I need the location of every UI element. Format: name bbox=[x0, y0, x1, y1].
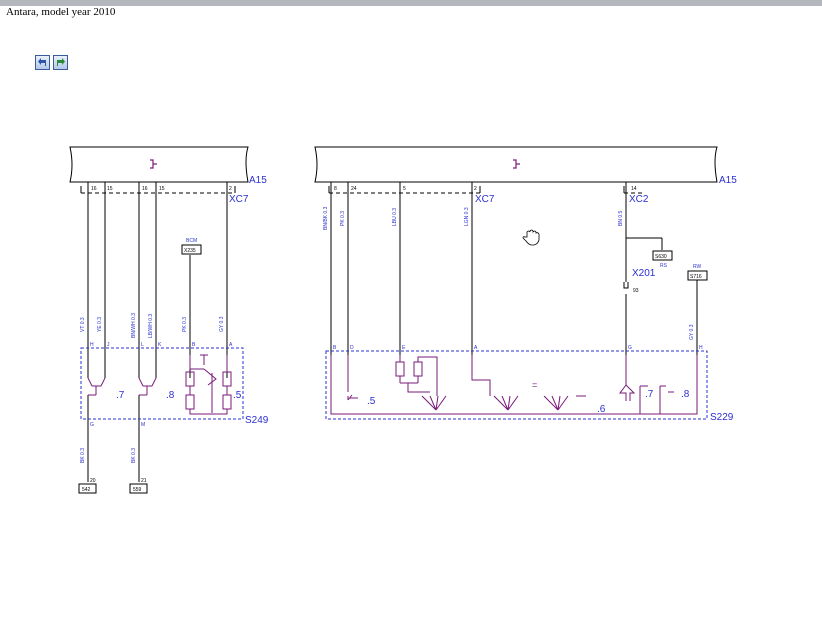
wire-label: PK 0.3 bbox=[182, 317, 188, 332]
right-connector-xc7: 8 24 5 2 XC7 bbox=[328, 186, 495, 205]
pin-label: M bbox=[141, 422, 145, 428]
right-connector-label: XC7 bbox=[475, 194, 495, 205]
contact-label: .5 bbox=[367, 396, 376, 407]
rw-connector[interactable]: RW S716 bbox=[687, 264, 708, 281]
ground-box-label: 559 bbox=[133, 487, 142, 493]
inline-connector-label: X201 bbox=[632, 268, 656, 279]
contact-label: .8 bbox=[681, 389, 690, 400]
pin-label: K bbox=[158, 342, 162, 348]
bcm-connector[interactable]: BCM X235 bbox=[181, 238, 202, 255]
contact-label: .5 bbox=[233, 390, 242, 401]
pin-label: G bbox=[628, 345, 632, 351]
left-switch-s249[interactable]: H J L K B A G M .7 .8 .5 S249 bbox=[80, 342, 269, 428]
wire-label: BK 0.3 bbox=[80, 448, 86, 463]
hand-cursor-icon bbox=[522, 229, 540, 246]
pin-label: 2 bbox=[474, 186, 477, 192]
pin-label: A bbox=[474, 345, 478, 351]
pin-label: 93 bbox=[633, 288, 639, 294]
left-wires bbox=[87, 182, 228, 482]
pin-label: 16 bbox=[142, 186, 148, 192]
wire-label: GY 0.3 bbox=[689, 324, 695, 340]
switch-contact bbox=[87, 377, 106, 396]
right-module-label: A15 bbox=[719, 175, 737, 186]
pin-label: J bbox=[107, 342, 110, 348]
pin-label: 20 bbox=[90, 478, 96, 484]
pin-label: 15 bbox=[159, 186, 165, 192]
top-bar bbox=[0, 0, 822, 6]
pin-label: B bbox=[333, 345, 337, 351]
module-symbol-icon bbox=[513, 159, 520, 169]
left-connector-xc7: 16 15 16 15 2 XC7 bbox=[80, 186, 249, 205]
right-switch-label: S229 bbox=[710, 412, 734, 423]
left-connector-label: XC7 bbox=[229, 194, 249, 205]
pin-label: 14 bbox=[631, 186, 637, 192]
pin-label: G bbox=[90, 422, 94, 428]
contact-label: .8 bbox=[166, 390, 175, 401]
wire-label: LB/WH 0.3 bbox=[148, 314, 154, 338]
pin-label: H bbox=[699, 345, 703, 351]
page-title: Antara, model year 2010 bbox=[6, 6, 116, 18]
inline-connector-x201: X201 93 bbox=[623, 268, 656, 294]
ground-box[interactable]: 559 bbox=[129, 483, 148, 494]
right-module-a15[interactable]: A15 bbox=[314, 146, 737, 186]
contact-label: .7 bbox=[645, 389, 654, 400]
pin-label: A bbox=[229, 342, 233, 348]
equals-mark: = bbox=[532, 380, 537, 390]
left-module-label: A15 bbox=[249, 175, 267, 186]
splice-label: RS bbox=[660, 263, 668, 269]
wire-label: LBU 0.3 bbox=[392, 208, 398, 226]
contact-label: .7 bbox=[116, 390, 125, 401]
pin-label: 8 bbox=[334, 186, 337, 192]
rw-label: RW bbox=[693, 264, 702, 270]
wire-label: BN/WH 0.3 bbox=[131, 313, 137, 338]
bcm-label: BCM bbox=[186, 238, 197, 244]
pin-label: 5 bbox=[403, 186, 406, 192]
left-module-a15[interactable]: A15 bbox=[69, 146, 267, 186]
wire-label: BN 0.5 bbox=[618, 210, 624, 226]
pin-label: 16 bbox=[91, 186, 97, 192]
forward-button[interactable] bbox=[53, 55, 68, 70]
pin-label: L bbox=[141, 342, 144, 348]
wire-label: LGN 0.3 bbox=[464, 207, 470, 226]
wire-label: BN/BK 0.3 bbox=[323, 206, 329, 230]
right-switch-s229[interactable]: B D E A G H = .5 .6 .7 .8 S229 bbox=[325, 345, 734, 423]
pin-label: B bbox=[192, 342, 196, 348]
switch-contact bbox=[138, 377, 157, 396]
splice-connector[interactable]: S630 RS bbox=[652, 250, 673, 269]
right-connector-xc2-label: XC2 bbox=[629, 194, 649, 205]
resistor-network bbox=[185, 354, 232, 415]
pin-label: E bbox=[402, 345, 406, 351]
back-button[interactable] bbox=[35, 55, 50, 70]
pin-label: 2 bbox=[229, 186, 232, 192]
pin-label: H bbox=[90, 342, 94, 348]
switch-internals bbox=[330, 355, 698, 415]
wire-label: PK 0.3 bbox=[340, 211, 346, 226]
ground-box[interactable]: 542 bbox=[78, 483, 97, 494]
pin-label: 24 bbox=[351, 186, 357, 192]
bcm-box-label: X235 bbox=[184, 248, 196, 254]
module-symbol-icon bbox=[150, 159, 157, 169]
wire-label: YE 0.3 bbox=[97, 317, 103, 332]
right-wires bbox=[330, 182, 698, 355]
wire-label: BK 0.3 bbox=[131, 448, 137, 463]
ground-box-label: 542 bbox=[82, 487, 91, 493]
pin-label: D bbox=[350, 345, 354, 351]
left-switch-label: S249 bbox=[245, 415, 269, 426]
rw-box-label: S716 bbox=[690, 274, 702, 280]
back-arrow-icon bbox=[38, 58, 46, 66]
right-connector-xc2: 14 XC2 bbox=[623, 186, 649, 205]
splice-box-label: S630 bbox=[655, 254, 667, 260]
pin-label: 21 bbox=[141, 478, 147, 484]
forward-arrow-icon bbox=[57, 58, 65, 66]
contact-label: .6 bbox=[597, 404, 606, 415]
pin-label: 15 bbox=[107, 186, 113, 192]
wire-label: GY 0.3 bbox=[219, 316, 225, 332]
wire-label: VT 0.3 bbox=[80, 317, 86, 332]
